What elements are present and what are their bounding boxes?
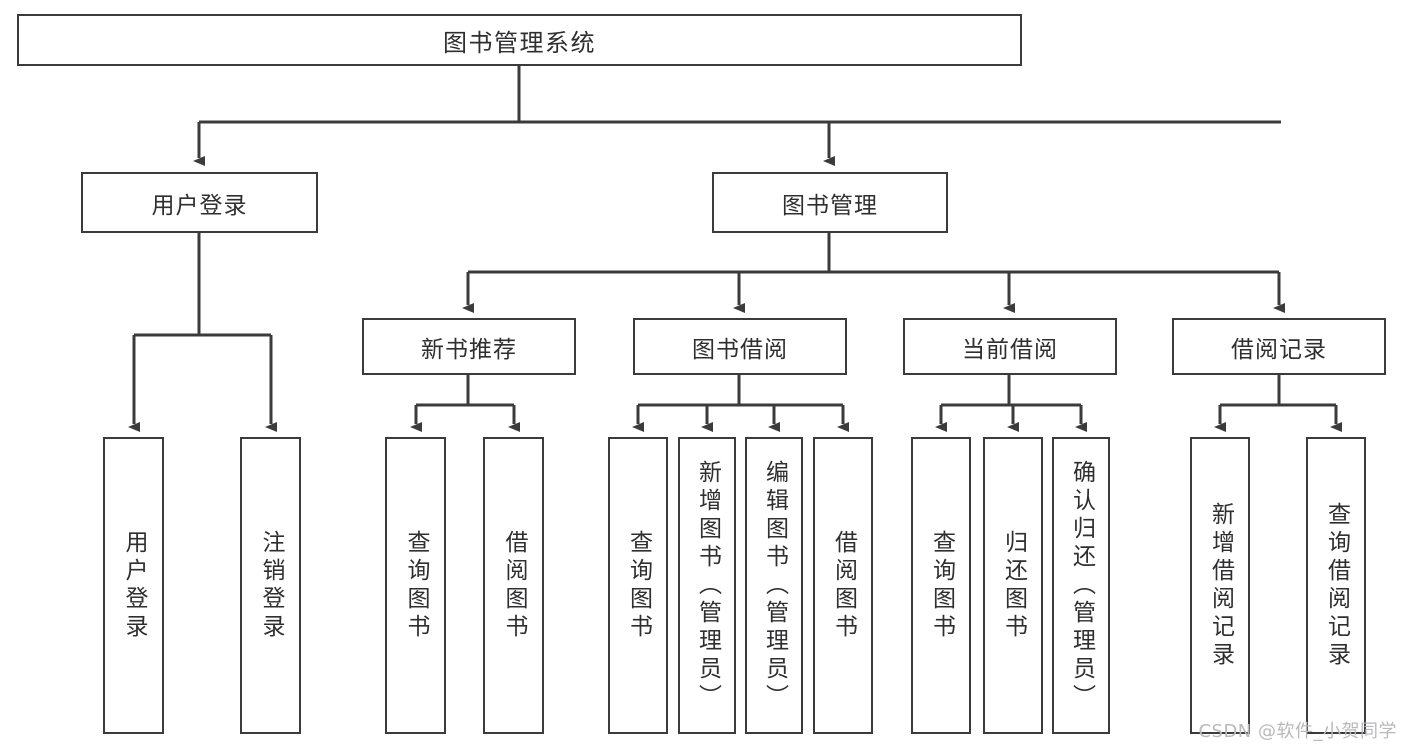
node-leaf-add-book-admin[interactable]: 新增图书（管理员）: [678, 437, 736, 734]
node-book-manage[interactable]: 图书管理: [712, 172, 948, 233]
node-current-borrow[interactable]: 当前借阅: [903, 318, 1117, 375]
node-current-borrow-label: 当前借阅: [962, 336, 1058, 363]
node-borrow-record[interactable]: 借阅记录: [1172, 318, 1386, 375]
node-leaf-query-record[interactable]: 查询借阅记录: [1306, 437, 1366, 734]
node-leaf-query-book-rec-label: 查询图书: [403, 529, 429, 642]
node-user-login[interactable]: 用户登录: [81, 172, 318, 233]
node-leaf-query-book-current[interactable]: 查询图书: [911, 437, 971, 734]
node-leaf-edit-book-admin-label: 编辑图书（管理员）: [761, 459, 788, 712]
node-leaf-user-login-label: 用户登录: [121, 529, 147, 642]
node-leaf-confirm-return-admin[interactable]: 确认归还（管理员）: [1052, 437, 1110, 734]
node-leaf-logout-label: 注销登录: [258, 529, 284, 642]
node-root-label: 图书管理系统: [443, 28, 596, 57]
node-leaf-logout[interactable]: 注销登录: [240, 437, 301, 734]
node-leaf-add-book-admin-label: 新增图书（管理员）: [694, 459, 721, 712]
node-leaf-return-book[interactable]: 归还图书: [983, 437, 1043, 734]
node-leaf-borrow-book-rec[interactable]: 借阅图书: [483, 437, 544, 734]
node-leaf-query-book-borrow-label: 查询图书: [625, 529, 652, 642]
node-book-manage-label: 图书管理: [782, 192, 878, 219]
node-leaf-query-record-label: 查询借阅记录: [1323, 501, 1350, 670]
node-leaf-add-record-label: 新增借阅记录: [1207, 501, 1234, 670]
node-leaf-user-login[interactable]: 用户登录: [103, 437, 164, 734]
node-leaf-borrow-book[interactable]: 借阅图书: [813, 437, 873, 734]
node-book-borrow-label: 图书借阅: [692, 336, 788, 363]
node-leaf-query-book-current-label: 查询图书: [928, 529, 955, 642]
node-book-borrow[interactable]: 图书借阅: [633, 318, 847, 375]
node-leaf-return-book-label: 归还图书: [1000, 529, 1027, 642]
node-user-login-label: 用户登录: [151, 192, 248, 219]
node-leaf-edit-book-admin[interactable]: 编辑图书（管理员）: [745, 437, 803, 734]
node-leaf-confirm-return-admin-label: 确认归还（管理员）: [1068, 459, 1095, 712]
node-leaf-borrow-book-label: 借阅图书: [830, 529, 857, 642]
node-borrow-record-label: 借阅记录: [1231, 336, 1327, 363]
node-leaf-add-record[interactable]: 新增借阅记录: [1190, 437, 1250, 734]
node-new-book-rec[interactable]: 新书推荐: [362, 318, 576, 375]
node-leaf-query-book-rec[interactable]: 查询图书: [385, 437, 446, 734]
node-new-book-rec-label: 新书推荐: [421, 336, 517, 363]
csdn-watermark: CSDN @软件_小贺同学: [1198, 721, 1397, 742]
node-leaf-query-book-borrow[interactable]: 查询图书: [608, 437, 668, 734]
node-root[interactable]: 图书管理系统: [17, 14, 1022, 66]
node-leaf-borrow-book-rec-label: 借阅图书: [501, 529, 527, 642]
